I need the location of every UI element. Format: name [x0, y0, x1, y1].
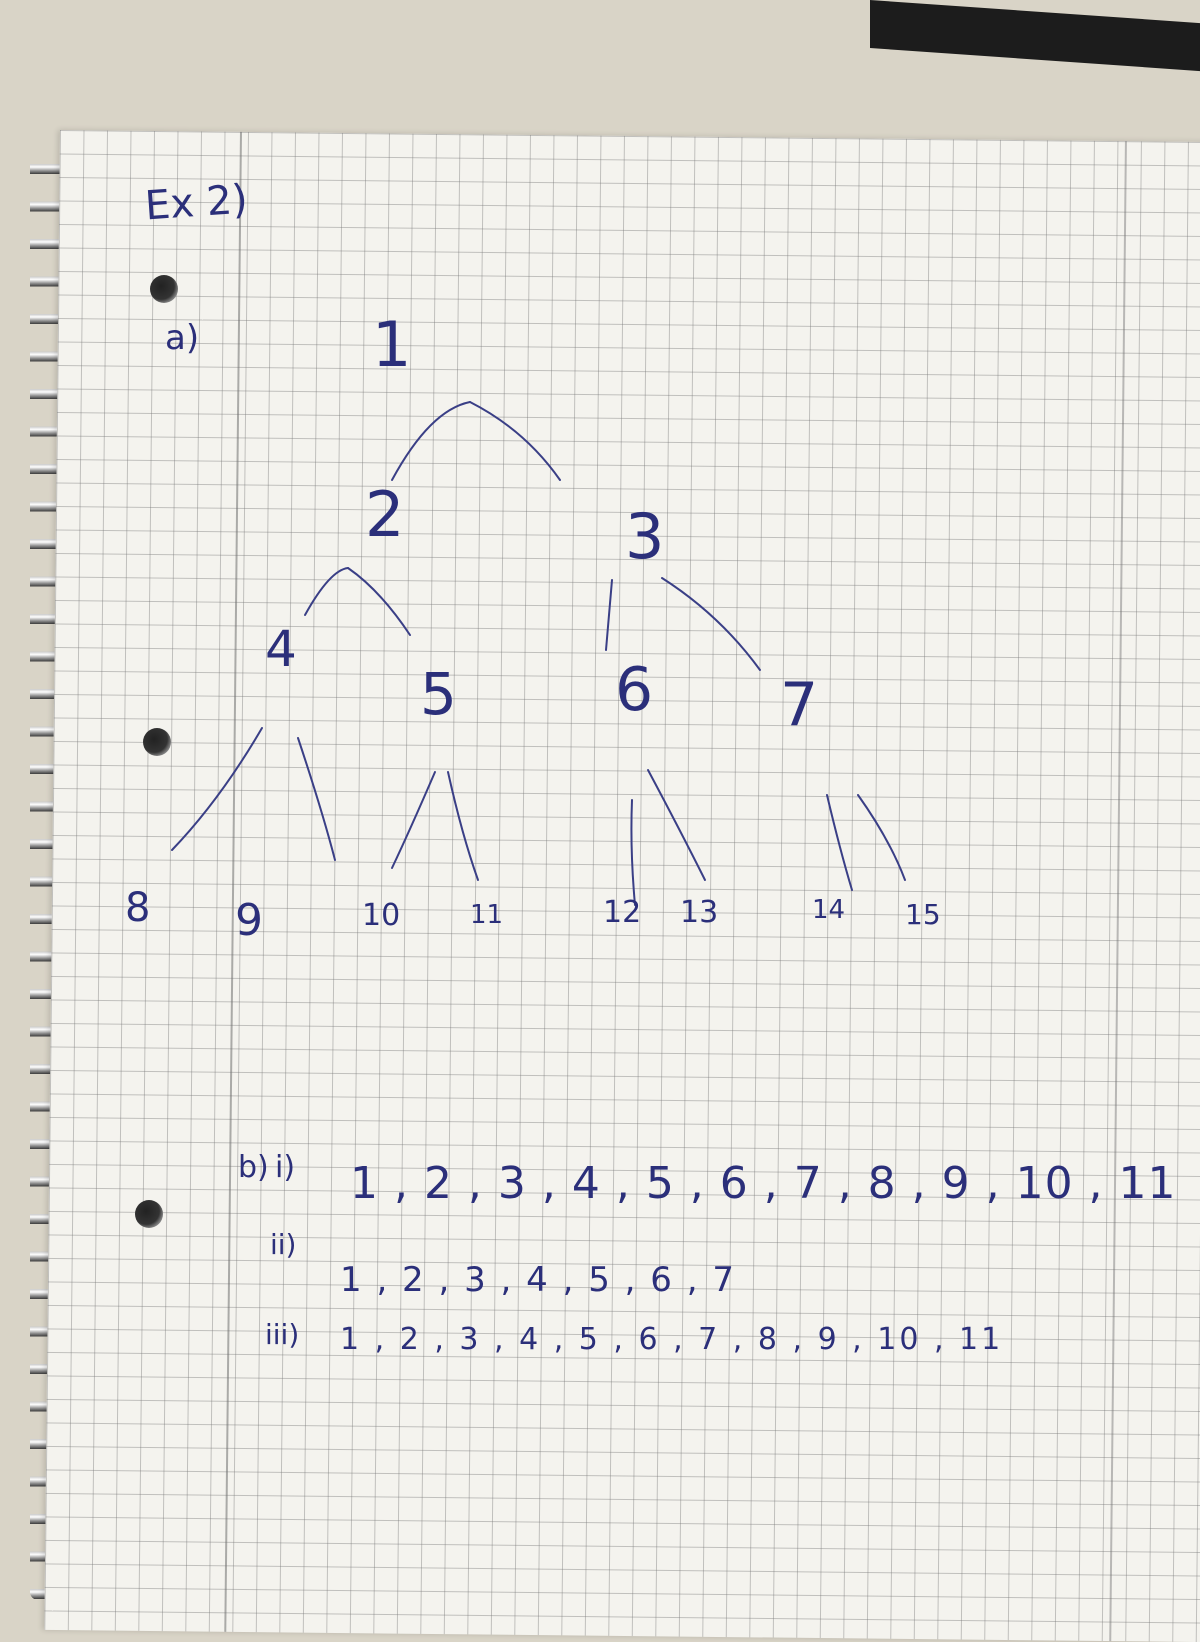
part-b-iii-label: iii)	[265, 1318, 300, 1351]
tree-node-11: 11	[470, 900, 504, 930]
part-b-label: b)	[238, 1150, 269, 1185]
part-b-ii-label: ii)	[270, 1228, 297, 1261]
edge-4-8	[171, 727, 263, 851]
punch-hole	[150, 275, 178, 303]
part-b-iii-sequence: 1 , 2 , 3 , 4 , 5 , 6 , 7 , 8 , 9 , 10 ,…	[340, 1322, 1004, 1357]
edge-7-14	[826, 794, 853, 891]
edge-3-7	[661, 577, 761, 671]
tree-node-1: 1	[372, 308, 412, 381]
tree-node-4: 4	[265, 620, 297, 678]
edge-3-6	[605, 579, 613, 651]
tree-node-6: 6	[615, 655, 654, 725]
tree-edges	[171, 401, 906, 906]
tree-node-9: 9	[235, 895, 263, 946]
tree-node-15: 15	[905, 898, 941, 931]
tree-node-8: 8	[125, 885, 151, 931]
edge-2-5	[347, 567, 411, 636]
punch-hole	[135, 1200, 163, 1228]
edge-1-3	[469, 401, 561, 481]
part-b-i-sequence: 1 , 2 , 3 , 4 , 5 , 6 , 7 , 8 , 9 , 10 ,…	[350, 1158, 1177, 1209]
edge-2-4	[304, 567, 349, 616]
exercise-heading: Ex 2)	[143, 176, 250, 230]
tree-node-5: 5	[420, 660, 457, 728]
punch-hole	[143, 728, 171, 756]
edge-4-9	[297, 737, 336, 861]
part-a-label: a)	[165, 318, 200, 358]
tree-node-14: 14	[812, 895, 846, 925]
tree-node-7: 7	[780, 670, 819, 740]
tree-node-3: 3	[625, 500, 665, 573]
part-b-ii-sequence: 1 , 2 , 3 , 4 , 5 , 6 , 7	[340, 1260, 736, 1300]
tree-node-12: 12	[603, 895, 642, 930]
edge-5-11	[447, 771, 479, 881]
edge-5-10	[391, 771, 436, 869]
part-b-i-label: i)	[275, 1150, 296, 1185]
tree-node-10: 10	[362, 898, 401, 933]
edge-1-2	[391, 401, 471, 481]
edge-7-15	[857, 794, 906, 881]
tree-node-13: 13	[680, 895, 719, 930]
tree-node-2: 2	[365, 478, 405, 551]
edge-6-13	[647, 769, 706, 881]
edge-6-12	[630, 799, 636, 906]
